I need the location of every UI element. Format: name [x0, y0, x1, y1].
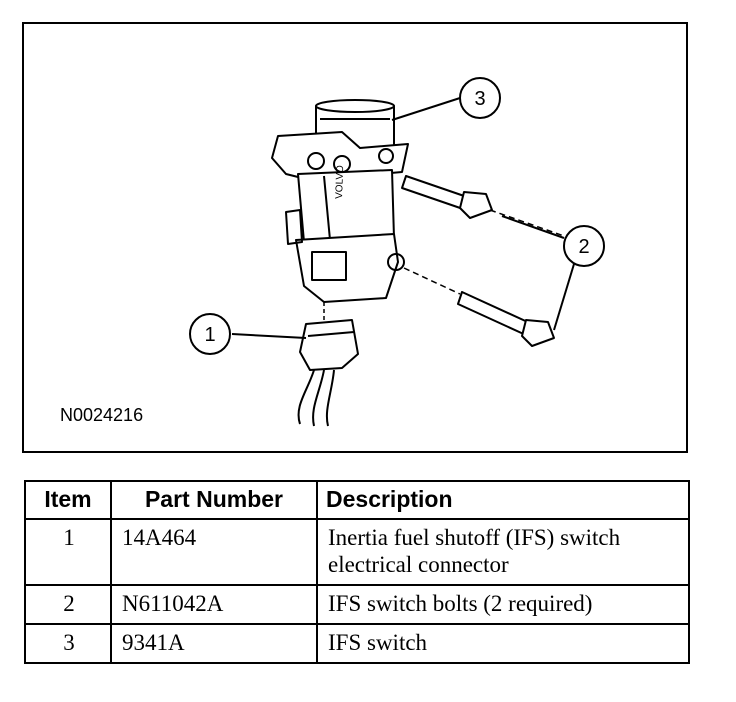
cell-item: 2 — [24, 584, 112, 625]
callout-3-leader — [391, 97, 461, 121]
lower-bolt — [403, 267, 555, 347]
callout-3-label: 3 — [474, 88, 485, 110]
cell-description: IFS switch bolts (2 required) — [316, 584, 690, 625]
upper-bolt — [401, 175, 565, 237]
header-part-number: Part Number — [110, 480, 318, 520]
table-row: 2 N611042A IFS switch bolts (2 required) — [24, 584, 690, 625]
switch-cap-top — [315, 99, 395, 113]
electrical-connector — [297, 302, 359, 427]
callout-2-label: 2 — [578, 236, 589, 258]
figure-id: N0024216 — [60, 405, 144, 425]
switch-body — [297, 169, 395, 243]
cell-description: Inertia fuel shutoff (IFS) switch electr… — [316, 518, 690, 586]
callout-1-circle — [189, 313, 231, 355]
table-row: 1 14A464 Inertia fuel shutoff (IFS) swit… — [24, 518, 690, 586]
cell-item: 1 — [24, 518, 112, 586]
callout-2-leader-upper — [501, 215, 565, 239]
callout-2-leader-lower — [553, 263, 575, 331]
parts-table: Item Part Number Description 1 14A464 In… — [24, 480, 690, 664]
figure-frame: VOLVO — [22, 22, 688, 453]
table-header-row: Item Part Number Description — [24, 480, 690, 520]
callout-1-label: 1 — [204, 324, 215, 346]
callout-1-leader — [231, 333, 307, 339]
callout-3-circle — [459, 77, 501, 119]
cell-description: IFS switch — [316, 623, 690, 664]
table-row: 3 9341A IFS switch — [24, 623, 690, 664]
cell-item: 3 — [24, 623, 112, 664]
callout-2-circle — [563, 225, 605, 267]
cell-part-number: N611042A — [110, 584, 318, 625]
header-item: Item — [24, 480, 112, 520]
cell-part-number: 9341A — [110, 623, 318, 664]
ifs-switch-illustration: VOLVO — [189, 77, 605, 427]
svg-text:VOLVO: VOLVO — [334, 165, 346, 199]
cell-part-number: 14A464 — [110, 518, 318, 586]
header-description: Description — [316, 480, 690, 520]
